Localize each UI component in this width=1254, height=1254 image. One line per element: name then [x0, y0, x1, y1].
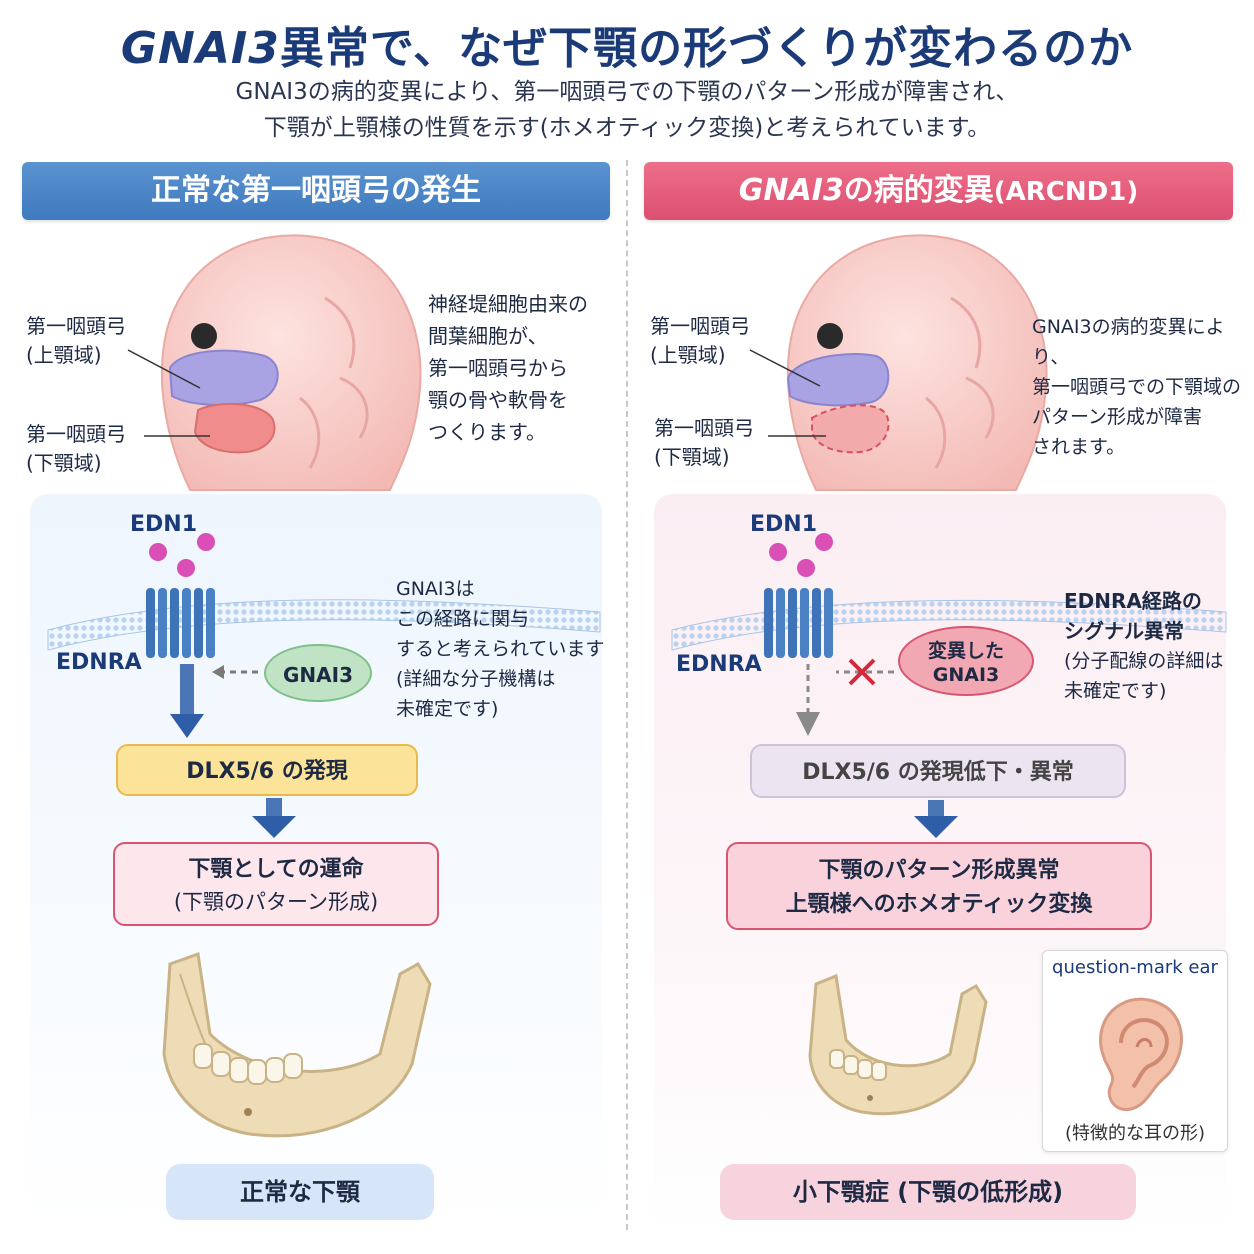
- right-signal-note: EDNRA経路の シグナル異常 (分子配線の詳細は 未確定です): [1064, 589, 1224, 702]
- right-receptor-label: EDNRA: [676, 652, 762, 677]
- title-text: 異常で、なぜ下顎の形づくりが変わるのか: [279, 23, 1134, 74]
- ear-illustration: [1099, 997, 1183, 1112]
- left-receptor-label: EDNRA: [56, 650, 142, 675]
- down-arrow-icon: [170, 664, 204, 738]
- right-result: 小下顎症 (下顎の低形成): [720, 1164, 1136, 1220]
- ear-title: question-mark ear: [1052, 957, 1218, 978]
- right-heading-text: の病的変異: [843, 173, 994, 208]
- left-gnai3-note: GNAI3は この経路に関与 すると考えられています (詳細な分子機構は 未確定…: [396, 578, 605, 720]
- panel-divider: [626, 160, 628, 1230]
- ear-inset: question-mark ear (特徴的な耳の形): [1042, 950, 1228, 1152]
- right-embryo-note: GNAI3の病的変異により、 第一咽頭弓での下顎域の パターン形成が障害 されま…: [1032, 316, 1242, 458]
- gnai3-node: GNAI3: [264, 644, 372, 702]
- mandible-illustration: [808, 973, 988, 1116]
- embryo-head-illustration: [160, 234, 422, 491]
- embryo-head-illustration: [786, 234, 1048, 491]
- ear-caption: (特徴的な耳の形): [1064, 1123, 1206, 1144]
- down-arrow-icon: [252, 798, 296, 838]
- right-label-mandibular: 第一咽頭弓 (下顎域): [654, 416, 754, 469]
- right-heading-gene: GNAI3: [738, 173, 844, 208]
- page-title: GNAI3異常で、なぜ下顎の形づくりが変わるのか: [0, 12, 1254, 76]
- receptor-icon: [146, 588, 215, 658]
- left-label-mandibular: 第一咽頭弓 (下顎域): [26, 422, 126, 475]
- right-heading-code: (ARCND1): [993, 177, 1139, 207]
- left-embryo-note: 神経堤細胞由来の 間葉細胞が、 第一咽頭弓から 顎の骨や軟骨を つくります。: [428, 292, 588, 444]
- left-dlx-expression: DLX5/6 の発現: [116, 744, 418, 796]
- receptor-icon: [764, 588, 833, 658]
- left-mandibular-fate: 下顎としての運命 (下顎のパターン形成): [113, 842, 439, 926]
- title-gene: GNAI3: [120, 23, 280, 74]
- dashed-down-arrow-icon: [796, 664, 820, 736]
- mandible-illustration: [162, 951, 432, 1138]
- right-mandibular-defect: 下顎のパターン形成異常 上顎様へのホメオティック変換: [726, 842, 1152, 930]
- dashed-arrow-icon: [212, 665, 258, 679]
- right-panel-heading: GNAI3の病的変異(ARCND1): [644, 162, 1233, 220]
- ligand-dots-icon: [769, 533, 833, 577]
- subtitle-line-1: GNAI3の病的変異により、第一咽頭弓での下顎のパターン形成が障害され、: [235, 79, 1019, 105]
- inhibition-x-icon: [836, 658, 894, 686]
- right-dlx-expression: DLX5/6 の発現低下・異常: [750, 744, 1126, 798]
- mutant-gnai3-node: 変異した GNAI3: [898, 626, 1034, 696]
- subtitle-line-2: 下顎が上顎様の性質を示す(ホメオティック変換)と考えられています。: [263, 115, 991, 141]
- page-subtitle: GNAI3の病的変異により、第一咽頭弓での下顎のパターン形成が障害され、 下顎が…: [0, 74, 1254, 146]
- right-label-maxillary: 第一咽頭弓 (上顎域): [650, 314, 750, 367]
- ligand-dots-icon: [149, 533, 215, 577]
- right-ligand-label: EDN1: [750, 512, 818, 537]
- left-result: 正常な下顎: [166, 1164, 434, 1220]
- left-label-maxillary: 第一咽頭弓 (上顎域): [26, 314, 126, 367]
- down-arrow-icon: [914, 800, 958, 838]
- left-panel-heading: 正常な第一咽頭弓の発生: [22, 162, 610, 220]
- left-ligand-label: EDN1: [130, 512, 198, 537]
